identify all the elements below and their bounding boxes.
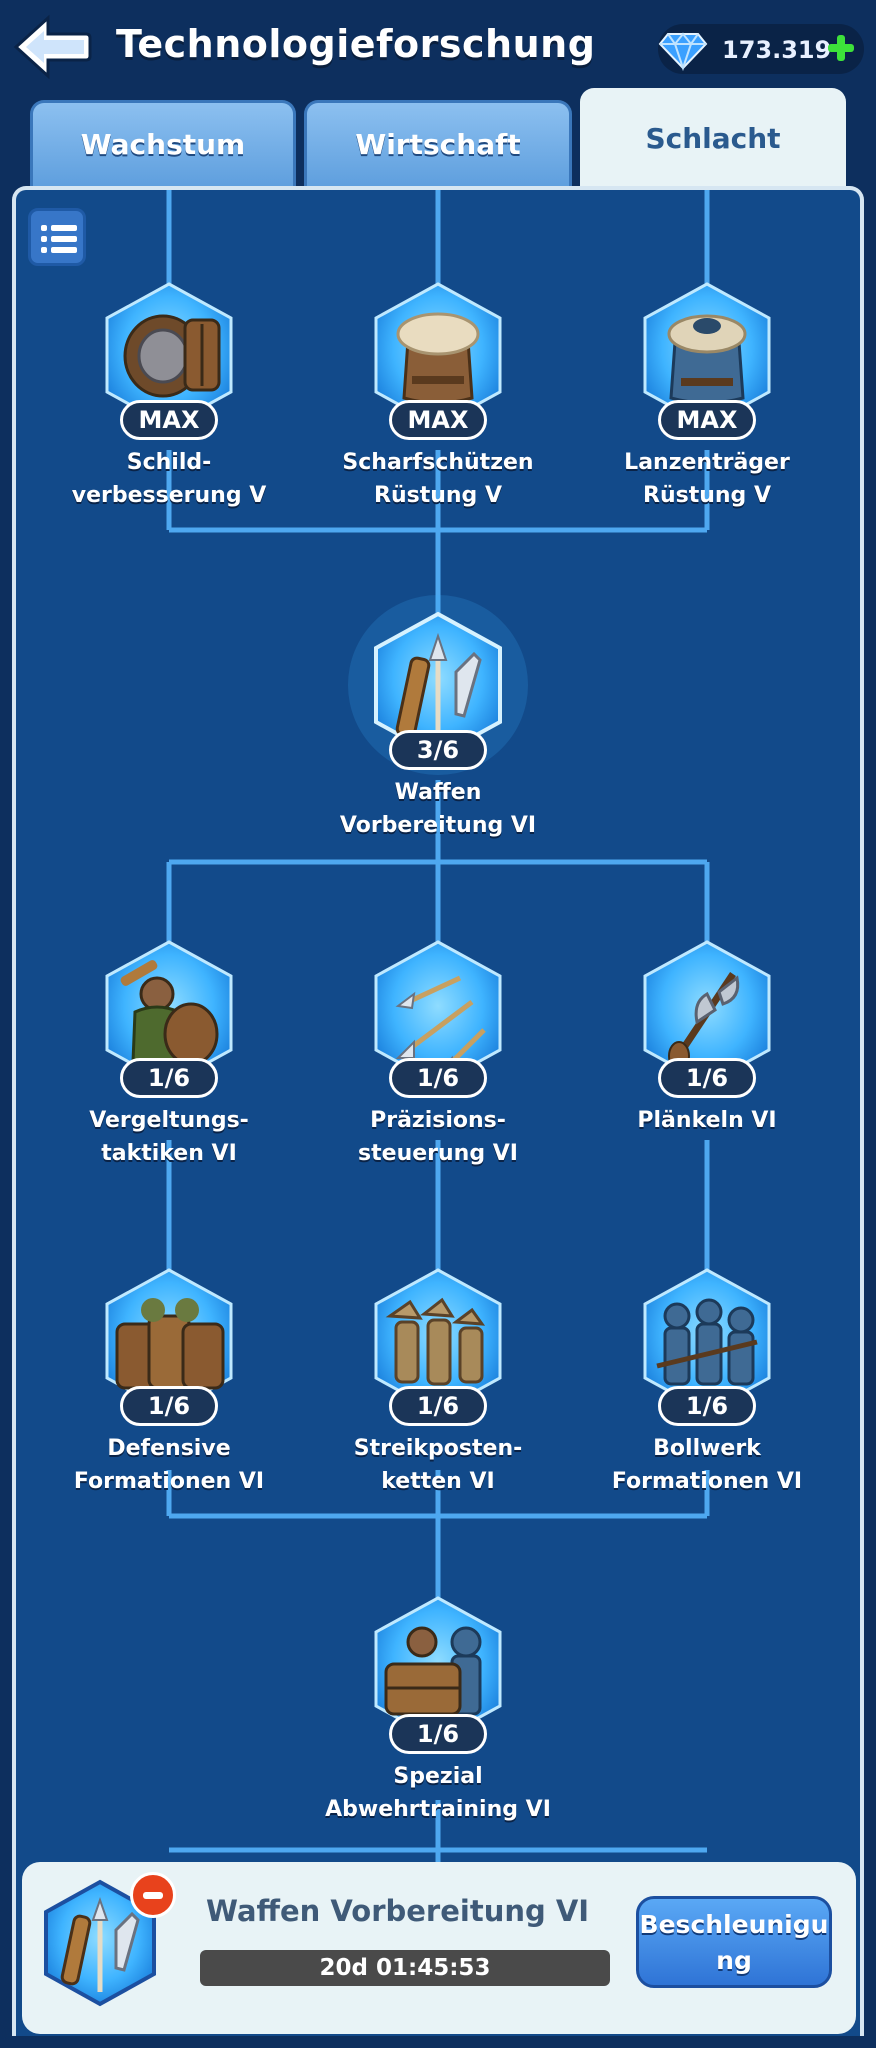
level-badge: 1/6 <box>389 1386 487 1426</box>
level-badge: MAX <box>120 400 218 440</box>
level-badge: 3/6 <box>389 730 487 770</box>
shield-armor-icon <box>99 280 239 430</box>
tab-wirtschaft[interactable]: Wirtschaft <box>304 100 572 186</box>
tab-label: Schlacht <box>645 121 781 155</box>
tab-label: Wachstum <box>80 128 246 161</box>
tab-schlacht[interactable]: Schlacht <box>580 88 846 188</box>
level-badge: 1/6 <box>658 1058 756 1098</box>
gem-amount: 173.319 <box>722 36 832 64</box>
plate-armor-icon <box>637 280 777 430</box>
fur-armor-icon <box>368 280 508 430</box>
defenders-icon <box>368 1594 508 1744</box>
level-badge: MAX <box>389 400 487 440</box>
back-arrow-icon[interactable] <box>12 12 92 82</box>
tech-name: Streikposten-ketten VI <box>353 1436 523 1494</box>
research-timer: 20d 01:45:53 <box>200 1950 610 1986</box>
tab-label: Wirtschaft <box>355 128 521 161</box>
level-badge: 1/6 <box>389 1058 487 1098</box>
tech-name: Präzisions-steuerung VI <box>358 1108 518 1166</box>
tech-name: Plänkeln VI <box>637 1108 777 1133</box>
gem-icon <box>658 22 708 72</box>
level-badge: 1/6 <box>658 1386 756 1426</box>
tech-name: Vergeltungs-taktiken VI <box>89 1108 249 1166</box>
research-title: Waffen Vorbereitung VI <box>206 1894 590 1928</box>
archers-icon <box>368 1266 508 1416</box>
weapons-icon <box>348 595 528 775</box>
shield-wall-icon <box>99 1266 239 1416</box>
current-research-bar: Waffen Vorbereitung VI 20d 01:45:53 Besc… <box>22 1862 856 2034</box>
list-view-icon[interactable] <box>28 208 86 266</box>
page-title: Technologieforschung <box>116 22 596 66</box>
cancel-research-icon[interactable] <box>130 1872 176 1918</box>
level-badge: 1/6 <box>389 1714 487 1754</box>
add-gems-plus-icon[interactable] <box>826 33 856 63</box>
gem-counter: 173.319 <box>658 24 864 74</box>
tab-wachstum[interactable]: Wachstum <box>30 100 296 186</box>
tech-name: Schild-verbesserung V <box>71 450 267 508</box>
weapons-icon[interactable] <box>40 1878 160 2008</box>
speedup-button[interactable]: Beschleunigung <box>636 1896 832 1988</box>
level-badge: MAX <box>658 400 756 440</box>
level-badge: 1/6 <box>120 1058 218 1098</box>
level-badge: 1/6 <box>120 1386 218 1426</box>
top-bar: Technologieforschung 173.319 <box>0 0 876 96</box>
